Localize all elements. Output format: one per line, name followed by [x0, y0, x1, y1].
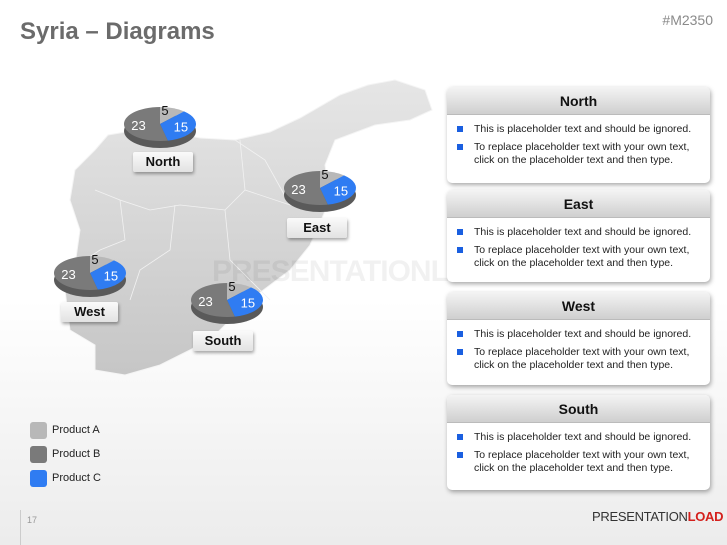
pie-slice-product-c — [160, 111, 196, 141]
logo-text-accent: LOAD — [687, 509, 724, 524]
bullet-text: To replace placeholder text with your ow… — [474, 244, 690, 269]
legend-swatch — [30, 469, 47, 487]
pie-data-label: 5 — [321, 168, 328, 182]
bullet-text: This is placeholder text and should be i… — [474, 328, 692, 340]
legend-item-product-a: Product A — [30, 418, 101, 442]
pie-slice-product-c — [90, 260, 126, 290]
logo-text: PRESENTATION — [592, 509, 688, 524]
bullet-icon — [457, 126, 463, 132]
legend-item-product-b: Product B — [30, 442, 101, 466]
pie-data-label: 15 — [174, 120, 188, 135]
pie-slice-product-a — [160, 107, 185, 124]
pie-slice-product-c — [227, 287, 263, 317]
footer-divider — [20, 510, 21, 545]
pie-slice-product-a — [320, 171, 345, 188]
panel-east: East This is placeholder text and should… — [447, 190, 710, 282]
bullet-text: This is placeholder text and should be i… — [474, 226, 692, 238]
bullet-text: To replace placeholder text with your ow… — [474, 449, 690, 474]
bullet-icon — [457, 229, 463, 235]
bullet-icon — [457, 144, 463, 150]
region-label-north: North — [133, 152, 193, 172]
pie-slice-product-a — [227, 283, 252, 300]
pie-west: 5 15 23 — [53, 252, 133, 303]
bullet-icon — [457, 452, 463, 458]
bullet-icon — [457, 331, 463, 337]
page-number: 17 — [27, 515, 38, 525]
pie-data-label: 23 — [291, 182, 305, 197]
region-label-east: East — [287, 218, 347, 238]
panel-south: South This is placeholder text and shoul… — [447, 395, 710, 490]
legend-label: Product A — [52, 424, 100, 436]
pie-data-label: 23 — [198, 294, 212, 309]
pie-data-label: 15 — [104, 269, 118, 284]
pie-slice-product-c — [320, 175, 356, 205]
panel-west: West This is placeholder text and should… — [447, 292, 710, 385]
page-title: Syria – Diagrams — [20, 18, 215, 45]
panel-title: North — [447, 87, 710, 115]
region-label-south: South — [193, 331, 253, 351]
bullet-text: This is placeholder text and should be i… — [474, 123, 692, 135]
legend-label: Product C — [52, 472, 101, 484]
pie-slice-product-b — [191, 283, 235, 317]
brand-logo: PRESENTATIONLOAD — [592, 509, 724, 524]
legend: Product A Product B Product C — [30, 418, 101, 490]
bullet-icon — [457, 434, 463, 440]
pie-south: 5 15 23 — [190, 279, 270, 330]
pie-data-label: 23 — [131, 118, 145, 133]
panel-north: North This is placeholder text and shoul… — [447, 87, 710, 183]
pie-data-label: 15 — [334, 184, 348, 199]
legend-item-product-c: Product C — [30, 466, 101, 490]
pie-north: 5 15 23 — [123, 103, 203, 154]
legend-label: Product B — [52, 448, 101, 460]
pie-slice-product-b — [284, 171, 328, 205]
bullet-icon — [457, 247, 463, 253]
pie-east: 5 15 23 — [283, 167, 363, 218]
pie-slice-product-a — [90, 256, 115, 273]
pie-data-label: 23 — [61, 267, 75, 282]
bullet-icon — [457, 349, 463, 355]
pie-data-label: 5 — [161, 104, 168, 118]
pie-data-label: 15 — [241, 296, 255, 311]
legend-swatch — [30, 445, 47, 463]
pie-slice-product-b — [124, 107, 168, 141]
panel-title: South — [447, 395, 710, 423]
panel-title: West — [447, 292, 710, 320]
slide-code: #M2350 — [662, 12, 713, 28]
panel-title: East — [447, 190, 710, 218]
legend-swatch — [30, 421, 47, 439]
bullet-text: To replace placeholder text with your ow… — [474, 346, 690, 371]
bullet-text: This is placeholder text and should be i… — [474, 431, 692, 443]
region-label-west: West — [61, 302, 118, 322]
bullet-text: To replace placeholder text with your ow… — [474, 141, 690, 166]
pie-data-label: 5 — [91, 253, 98, 267]
pie-slice-product-b — [54, 256, 98, 290]
pie-data-label: 5 — [228, 280, 235, 294]
